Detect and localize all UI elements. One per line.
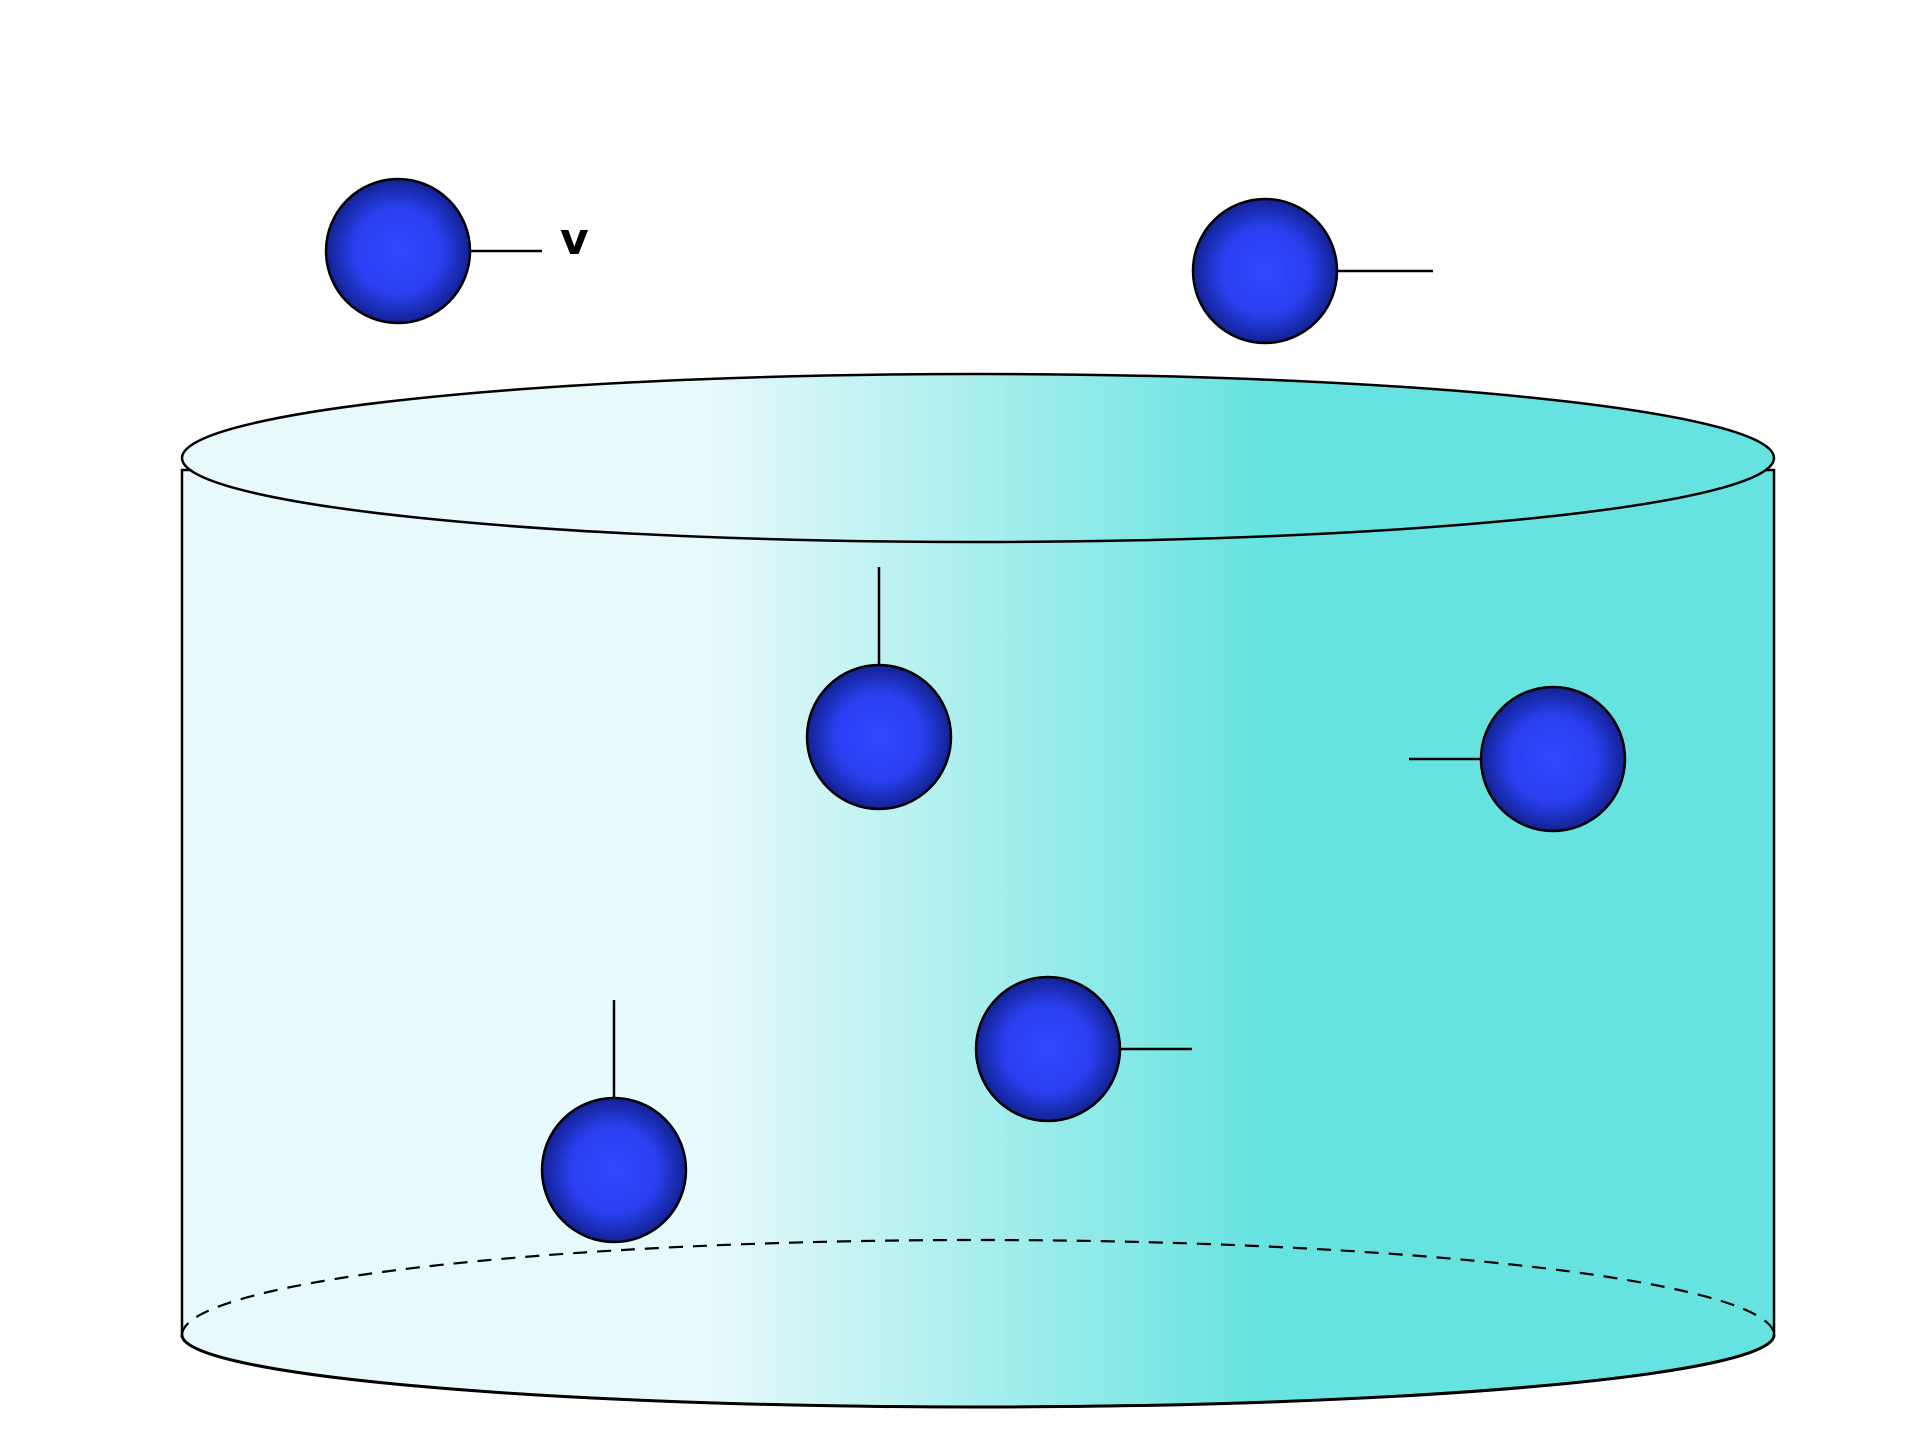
particles [324, 177, 1627, 1244]
particle-sphere [324, 177, 472, 325]
particle-sphere [1191, 197, 1339, 345]
cylinder-top-rim [180, 372, 1776, 544]
particle-inside-center-top [805, 566, 953, 811]
particle-sphere [805, 663, 953, 811]
particle-outside-right [1191, 197, 1434, 345]
particle-sphere [1479, 685, 1627, 833]
particle-outside-left [324, 177, 543, 325]
cylinder-bottom-rim-hidden [180, 1238, 1776, 1336]
particle-inside-right [1408, 685, 1627, 833]
particle-inside-left-bottom [540, 999, 688, 1244]
container-cylinder [180, 372, 1776, 1409]
velocity-label: v [560, 214, 589, 265]
particle-sphere [974, 975, 1122, 1123]
cylinder-bottom-rim [180, 1334, 1776, 1409]
particle-inside-center-bottom [974, 975, 1193, 1123]
particle-sphere [540, 1096, 688, 1244]
